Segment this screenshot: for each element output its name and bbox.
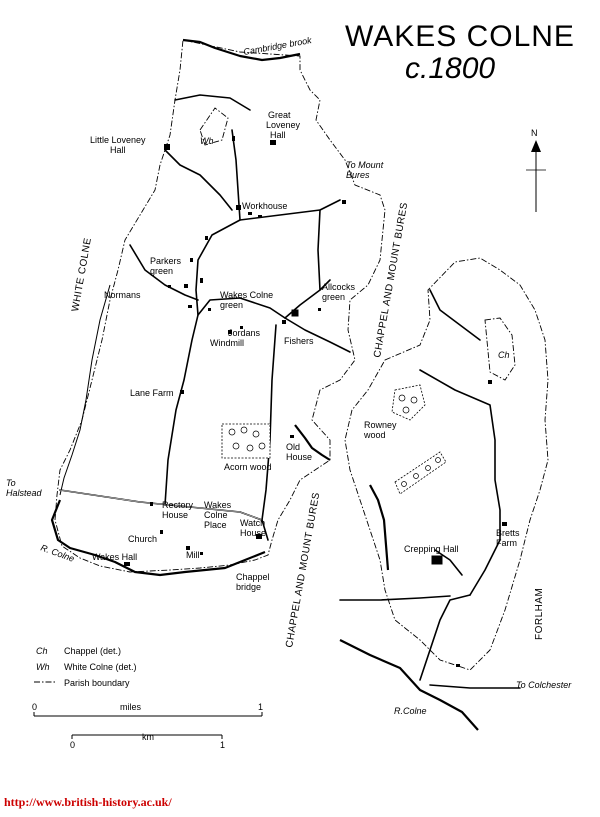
svg-text:bridge: bridge: [236, 582, 261, 592]
svg-text:Workhouse: Workhouse: [242, 201, 287, 211]
svg-text:Wh: Wh: [36, 662, 50, 672]
svg-text:Rowney: Rowney: [364, 420, 397, 430]
svg-text:Mill: Mill: [186, 550, 200, 560]
svg-text:Loveney: Loveney: [266, 120, 301, 130]
place-labels: Cambridge brook Great Loveney Hall Littl…: [6, 35, 572, 716]
svg-text:0: 0: [70, 740, 75, 750]
map-legend: Ch Chappel (det.) Wh White Colne (det.) …: [34, 646, 137, 688]
svg-text:Rectory: Rectory: [162, 500, 194, 510]
svg-text:Great: Great: [268, 110, 291, 120]
parish-boundary-east: [344, 257, 549, 671]
svg-text:Wakes: Wakes: [204, 500, 232, 510]
svg-text:Crepping Hall: Crepping Hall: [404, 544, 459, 554]
svg-text:km: km: [142, 732, 154, 742]
svg-text:Cambridge brook: Cambridge brook: [243, 35, 313, 57]
map-title: WAKES COLNE: [345, 20, 575, 53]
svg-text:Jordans: Jordans: [228, 328, 261, 338]
svg-text:Colne: Colne: [204, 510, 228, 520]
svg-text:To Colchester: To Colchester: [516, 680, 572, 690]
svg-text:House: House: [240, 528, 266, 538]
svg-text:Windmill: Windmill: [210, 338, 244, 348]
svg-text:0: 0: [32, 702, 37, 712]
parish-boundary-ch: [484, 317, 516, 381]
svg-text:miles: miles: [120, 702, 142, 712]
white-colne-edge: [59, 284, 111, 496]
svg-text:Acorn wood: Acorn wood: [224, 462, 272, 472]
svg-text:Normans: Normans: [104, 290, 141, 300]
svg-text:1: 1: [220, 740, 225, 750]
svg-text:Bures: Bures: [346, 170, 370, 180]
svg-text:Hall: Hall: [270, 130, 286, 140]
svg-text:Wakes Hall: Wakes Hall: [92, 552, 137, 562]
acorn-wood: [221, 423, 271, 459]
svg-text:wood: wood: [363, 430, 386, 440]
svg-text:Fishers: Fishers: [284, 336, 314, 346]
svg-text:Allcocks: Allcocks: [322, 282, 356, 292]
wood-east: [394, 451, 447, 495]
svg-text:Hall: Hall: [110, 145, 126, 155]
road-network: [59, 94, 521, 689]
map-date: c.1800: [405, 52, 495, 85]
svg-text:Place: Place: [204, 520, 227, 530]
svg-text:Old: Old: [286, 442, 300, 452]
svg-text:1: 1: [258, 702, 263, 712]
cambridge-brook: [182, 38, 301, 62]
svg-text:White Colne (det.): White Colne (det.): [64, 662, 137, 672]
svg-text:CHAPPEL AND MOUNT BURES: CHAPPEL AND MOUNT BURES: [372, 201, 410, 358]
brook-south: [369, 484, 390, 571]
svg-text:N: N: [531, 128, 538, 138]
parish-boundary-west: [54, 39, 386, 573]
svg-text:Watch: Watch: [240, 518, 265, 528]
svg-text:green: green: [322, 292, 345, 302]
svg-text:Chappel: Chappel: [236, 572, 270, 582]
svg-text:R.Colne: R.Colne: [394, 706, 427, 716]
svg-text:Lane Farm: Lane Farm: [130, 388, 174, 398]
rowney-wood: [391, 384, 426, 421]
svg-text:Wh: Wh: [200, 136, 214, 146]
building-markers: [124, 136, 507, 667]
svg-text:Church: Church: [128, 534, 157, 544]
svg-text:R. Colne: R. Colne: [39, 542, 75, 563]
svg-text:Chappel (det.): Chappel (det.): [64, 646, 121, 656]
svg-text:FORLHAM: FORLHAM: [534, 588, 545, 640]
svg-text:House: House: [286, 452, 312, 462]
parish-map: WAKES COLNE c.1800 N: [6, 20, 575, 750]
svg-text:Parish boundary: Parish boundary: [64, 678, 130, 688]
svg-text:House: House: [162, 510, 188, 520]
svg-text:Little Loveney: Little Loveney: [90, 135, 146, 145]
svg-text:WHITE COLNE: WHITE COLNE: [70, 237, 94, 313]
parish-boundary-wh: [199, 107, 229, 146]
svg-text:To: To: [6, 478, 16, 488]
svg-text:Halstead: Halstead: [6, 488, 43, 498]
svg-text:green: green: [220, 300, 243, 310]
svg-text:Bretts: Bretts: [496, 528, 520, 538]
svg-text:Farm: Farm: [496, 538, 517, 548]
svg-text:Ch: Ch: [498, 350, 510, 360]
source-link[interactable]: http://www.british-history.ac.uk/: [4, 795, 172, 809]
svg-text:Wakes Colne: Wakes Colne: [220, 290, 273, 300]
river-colne-east: [339, 639, 479, 731]
svg-text:CHAPPEL AND MOUNT BURES: CHAPPEL AND MOUNT BURES: [284, 491, 322, 648]
svg-text:To Mount: To Mount: [346, 160, 384, 170]
scale-bar: 0 miles 1 0 km 1: [32, 702, 263, 750]
north-arrow-icon: N: [526, 128, 546, 212]
brook-old-house: [294, 424, 331, 461]
svg-text:Parkers: Parkers: [150, 256, 182, 266]
svg-text:Ch: Ch: [36, 646, 48, 656]
svg-text:green: green: [150, 266, 173, 276]
river-colne-west: [50, 499, 266, 577]
